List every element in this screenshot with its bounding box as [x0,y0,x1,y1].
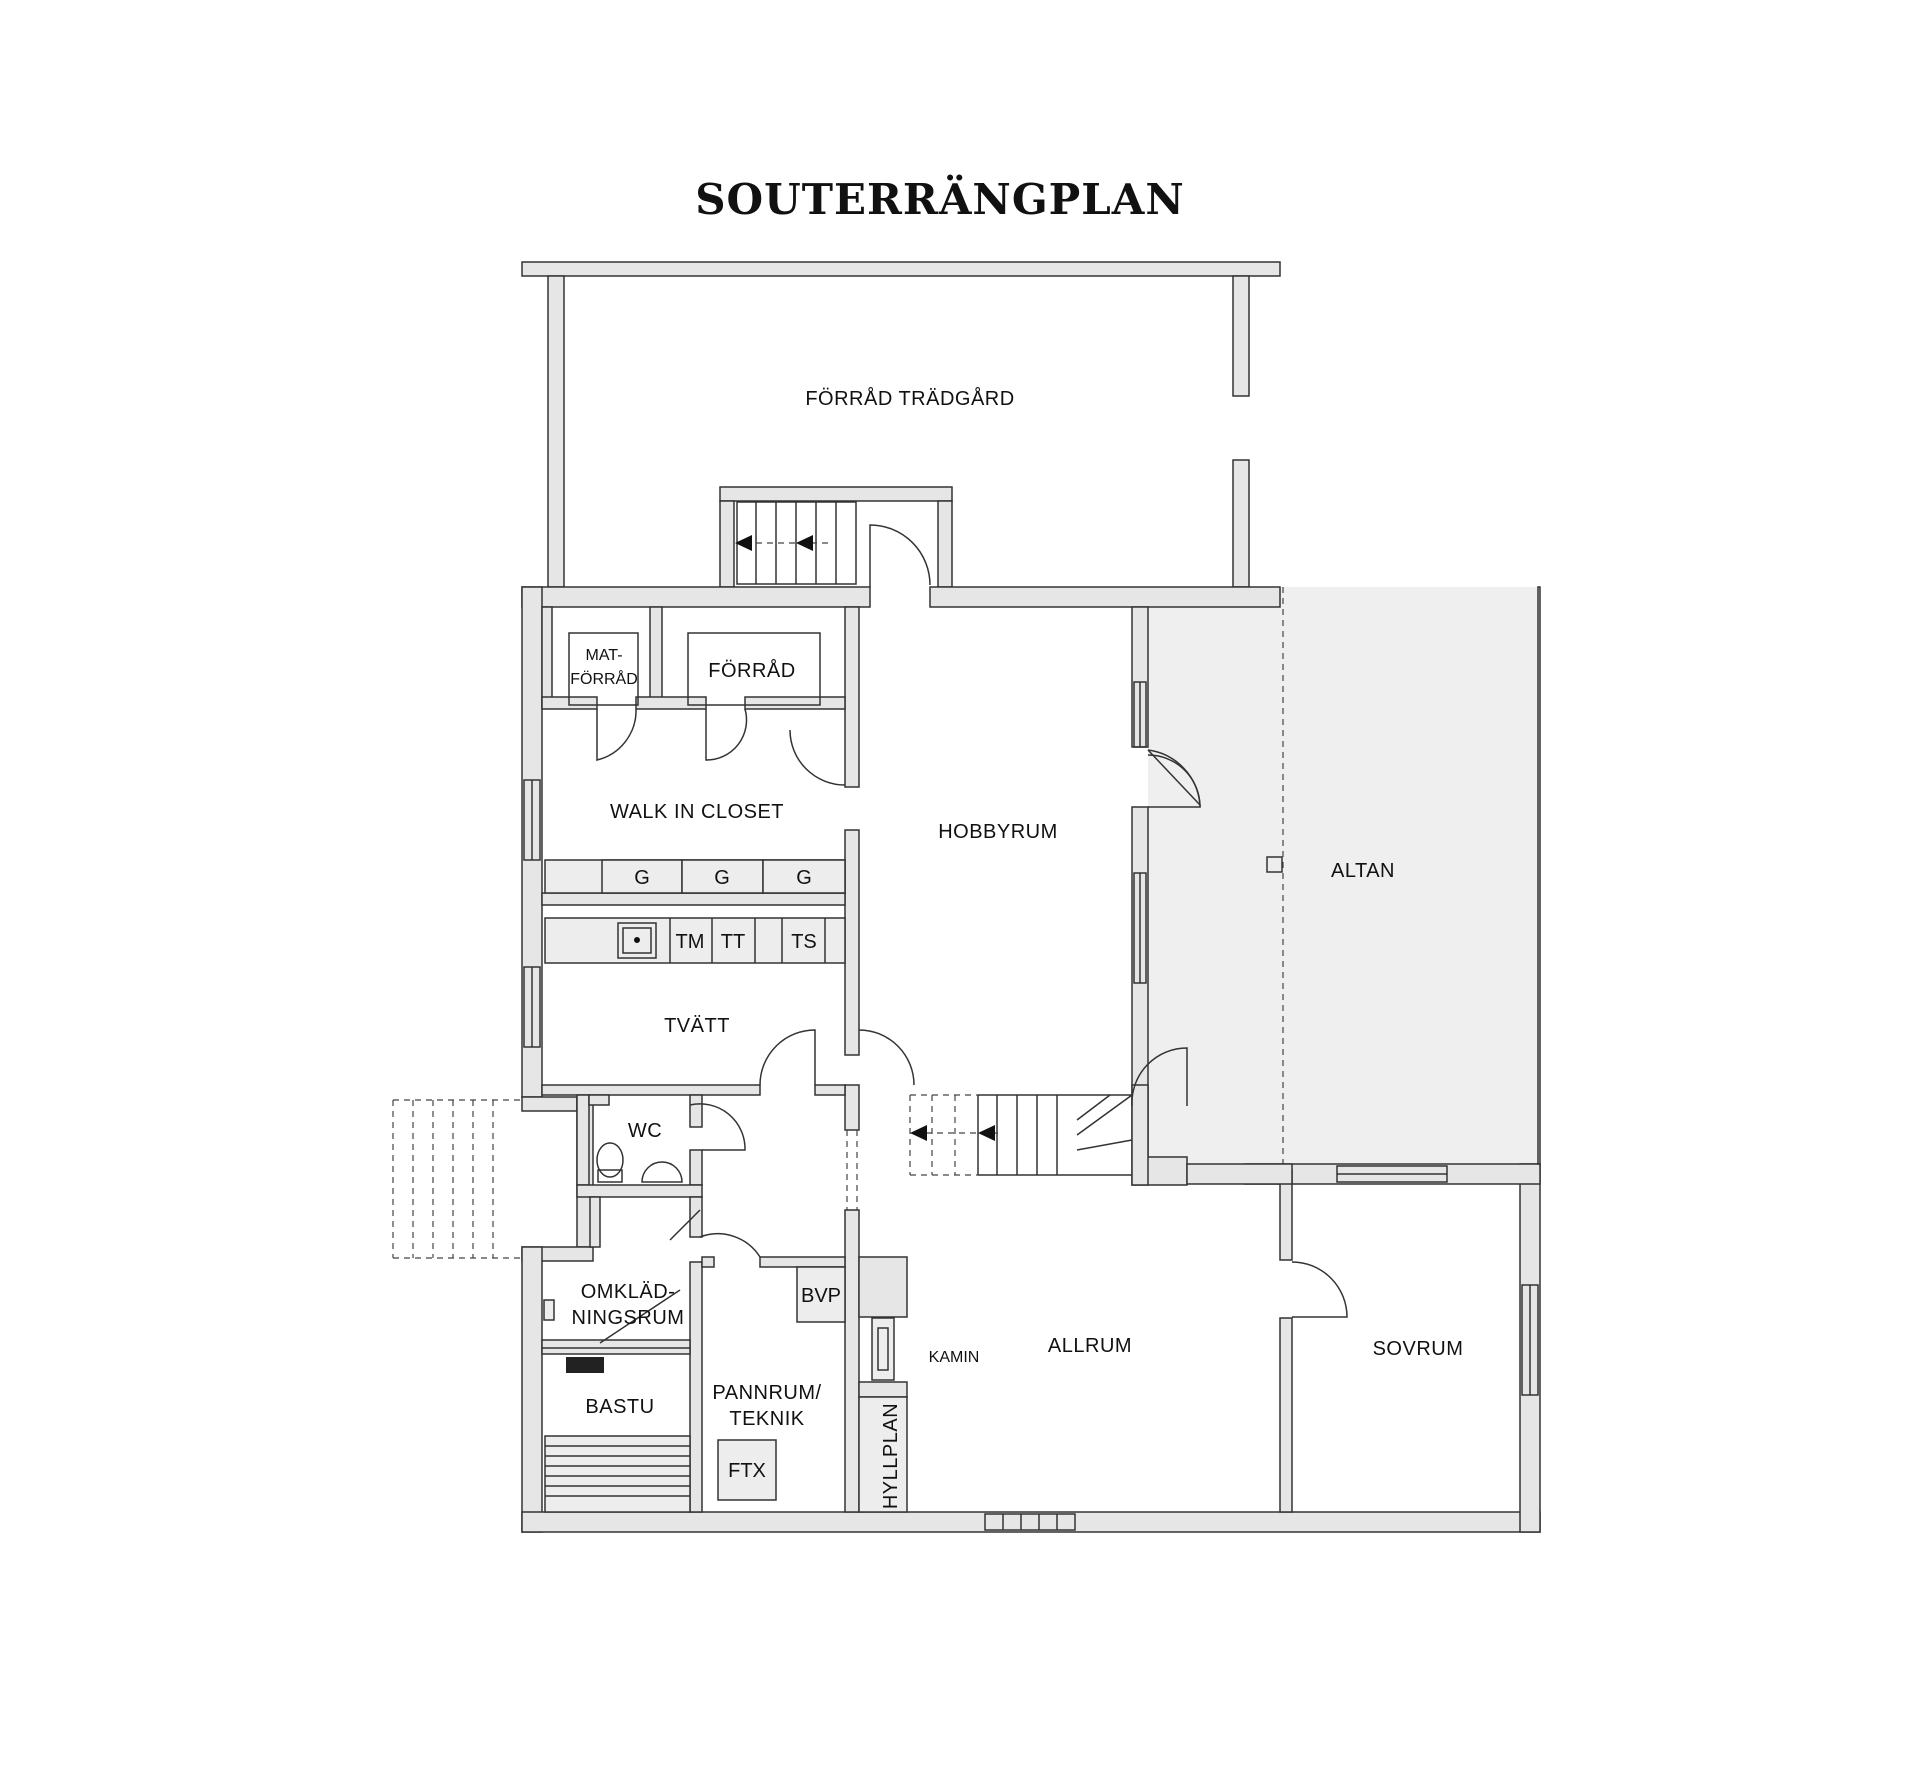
room-label-forrad: FÖRRÅD [708,659,795,682]
room-label-mat-forrad: MAT- [585,647,622,664]
room-label-walk-in-closet: WALK IN CLOSET [610,801,784,823]
room-label-bastu: BASTU [585,1396,654,1418]
wardrobe-label: G [634,867,650,889]
kamin-label: KAMIN [929,1349,980,1366]
room-label-pannrum: TEKNIK [729,1408,804,1430]
room-label-pannrum: PANNRUM/ [712,1382,821,1404]
plan-title: SOUTERRÄNGPLAN [695,173,1185,224]
hyllplan-shelf [858,1396,908,1513]
door-swings [596,708,1348,1344]
sink-icon [617,922,657,959]
garden-storage-walls [521,261,1281,588]
room-label-altan: ALTAN [1331,860,1395,882]
room-label-omkladningsrum: NINGSRUM [572,1307,685,1329]
room-label-hobbyrum: HOBBYRUM [938,821,1058,843]
room-label-allrum: ALLRUM [1048,1335,1132,1357]
toilet-icon [596,1142,624,1178]
wardrobe-label: G [796,867,812,889]
wardrobe-label: G [714,867,730,889]
exterior-steps [392,1099,520,1259]
washing-machine-label: TM [676,931,705,953]
room-label-omkladningsrum: OMKLÄD- [581,1281,676,1303]
room-label-wc: WC [628,1120,662,1142]
hyllplan-label: HYLLPLAN [880,1403,902,1509]
washbasin-icon [641,1161,683,1183]
lower-staircase [909,1094,1133,1176]
wardrobe-row: G G G [544,859,846,894]
room-label-forrad-tradgard: FÖRRÅD TRÄDGÅRD [805,387,1014,410]
ftx-unit [717,1439,777,1501]
room-label-tvatt: TVÄTT [664,1015,730,1037]
altan-pillar [1266,856,1283,873]
interior-walls [541,606,1293,1513]
wc-fixtures [596,1142,683,1183]
sauna-heater-icon [566,1357,604,1373]
altan-area [1148,587,1540,1164]
sauna-fixtures [543,1299,691,1513]
windows [523,681,1539,1531]
laundry-counter: TM TT TS [544,917,846,964]
room-label-mat-forrad: FÖRRÅD [570,669,638,688]
drying-cabinet-label: TS [791,931,817,953]
ftx-label: FTX [728,1460,766,1482]
shower-icon [543,1299,555,1321]
upper-staircase [735,501,857,585]
room-label-sovrum: SOVRUM [1373,1338,1464,1360]
dryer-label: TT [721,931,745,953]
bvp-label: BVP [801,1285,841,1307]
bvp-unit [796,1266,846,1323]
sauna-bench [544,1435,691,1513]
